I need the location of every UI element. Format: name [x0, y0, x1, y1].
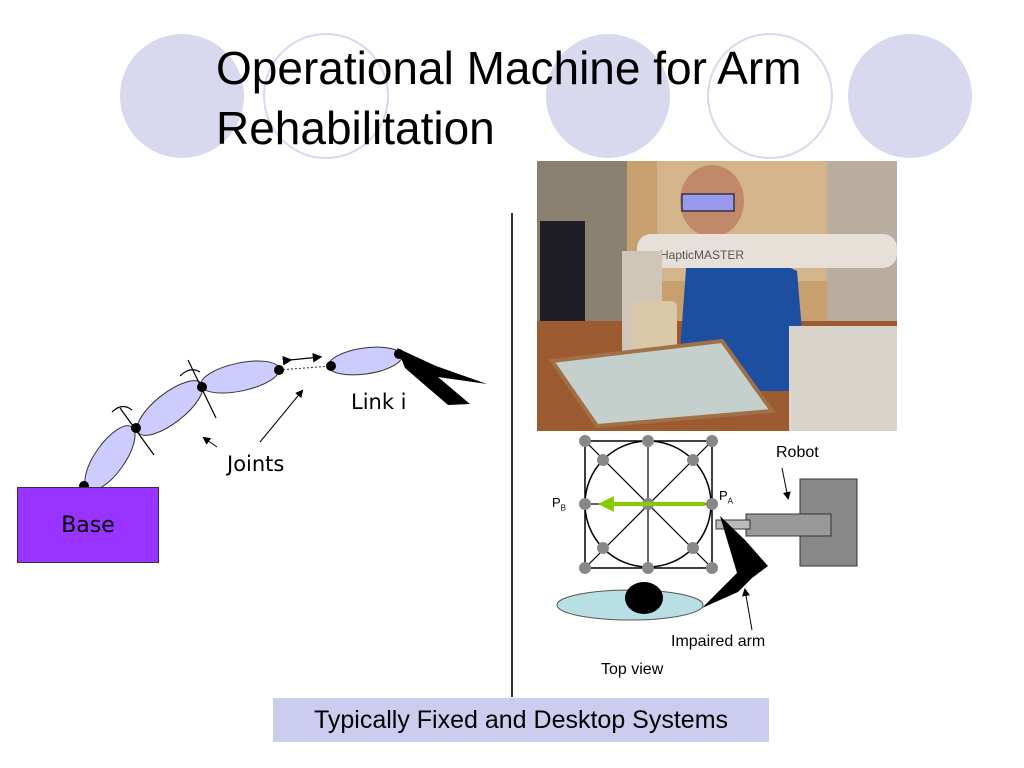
rotation-arrow-icon [111, 405, 133, 413]
pb-label: PB [552, 495, 567, 513]
joint-dot [131, 423, 141, 433]
robot-arm [745, 513, 832, 537]
robot-pointer [781, 467, 791, 500]
deco-circle [546, 34, 670, 158]
title-line-1: Operational Machine for Arm [216, 42, 802, 94]
translation-arrow-icon [282, 352, 323, 366]
joints-pointer [259, 389, 304, 443]
caption-text: Typically Fixed and Desktop Systems [313, 705, 729, 734]
base-label: Base [61, 512, 115, 538]
prismatic-link [278, 365, 332, 371]
decorative-circles [120, 33, 972, 159]
deco-circle [707, 33, 833, 159]
joints-pointer [202, 436, 218, 448]
link-label: Link i [351, 390, 407, 414]
gripper-icon [397, 348, 487, 405]
title-line-2: Rehabilitation [216, 102, 495, 154]
hapticmaster-photo: HapticMASTER [537, 161, 897, 431]
caption-box: Typically Fixed and Desktop Systems [273, 698, 769, 742]
impaired-pointer [742, 588, 753, 631]
impaired-arm-label: Impaired arm [671, 633, 766, 650]
rotation-arrow-icon [179, 369, 201, 377]
base-box: Base [17, 487, 159, 563]
joints-label: Joints [227, 452, 285, 476]
pa-label: PA [719, 488, 734, 506]
joint-dot [274, 365, 284, 375]
green-arrow-head [598, 496, 614, 512]
deco-circle [263, 33, 389, 159]
arm-link-diagram [79, 346, 487, 491]
joint-axis [119, 407, 155, 456]
vertical-divider [511, 213, 513, 697]
robot-end-effector [715, 519, 751, 530]
top-view-label: Top view [601, 661, 664, 678]
target-points [579, 435, 718, 574]
patient-head [625, 582, 663, 614]
impaired-arm [702, 516, 768, 608]
deco-circle [848, 34, 972, 158]
deco-circle [120, 34, 244, 158]
joint-dot [326, 361, 336, 371]
slide-title: Operational Machine for Arm Rehabilitati… [216, 38, 996, 158]
robot-label: Robot [776, 444, 819, 461]
device-text: HapticMASTER [660, 248, 744, 262]
